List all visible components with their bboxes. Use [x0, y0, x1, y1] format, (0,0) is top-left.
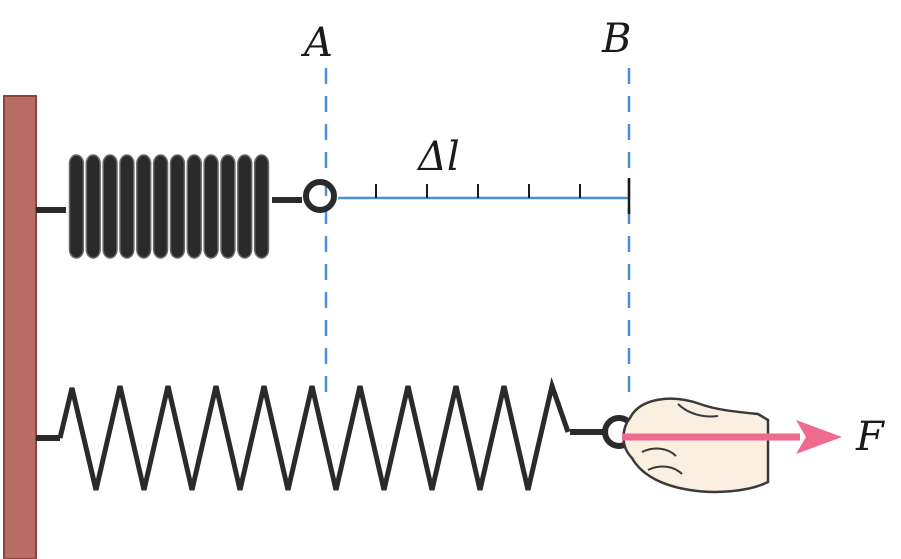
- force-arrowhead: [796, 420, 842, 454]
- top-spring-coil: [253, 154, 270, 259]
- label-a: A: [300, 20, 333, 66]
- top-spring-coils: [68, 154, 270, 259]
- bottom-spring-coils: [57, 376, 571, 491]
- top-spring-coil: [220, 154, 236, 259]
- ruler-ticks: [375, 184, 581, 198]
- top-spring-coil: [136, 154, 152, 259]
- top-spring-coil: [119, 154, 135, 259]
- top-spring-coil: [169, 154, 186, 259]
- top-spring-ring: [303, 179, 337, 213]
- label-b: B: [601, 16, 631, 62]
- top-spring-coil: [85, 154, 101, 259]
- top-spring-coil: [237, 154, 253, 259]
- top-spring-coil: [152, 154, 169, 259]
- top-spring-coil: [68, 154, 85, 259]
- top-spring-coil: [203, 154, 219, 259]
- hand-icon: [622, 397, 770, 494]
- label-delta-l: Δl: [416, 134, 460, 180]
- wall: [3, 95, 37, 559]
- top-spring-coil: [186, 154, 202, 259]
- label-force: F: [855, 414, 885, 460]
- top-spring-coil: [102, 154, 118, 259]
